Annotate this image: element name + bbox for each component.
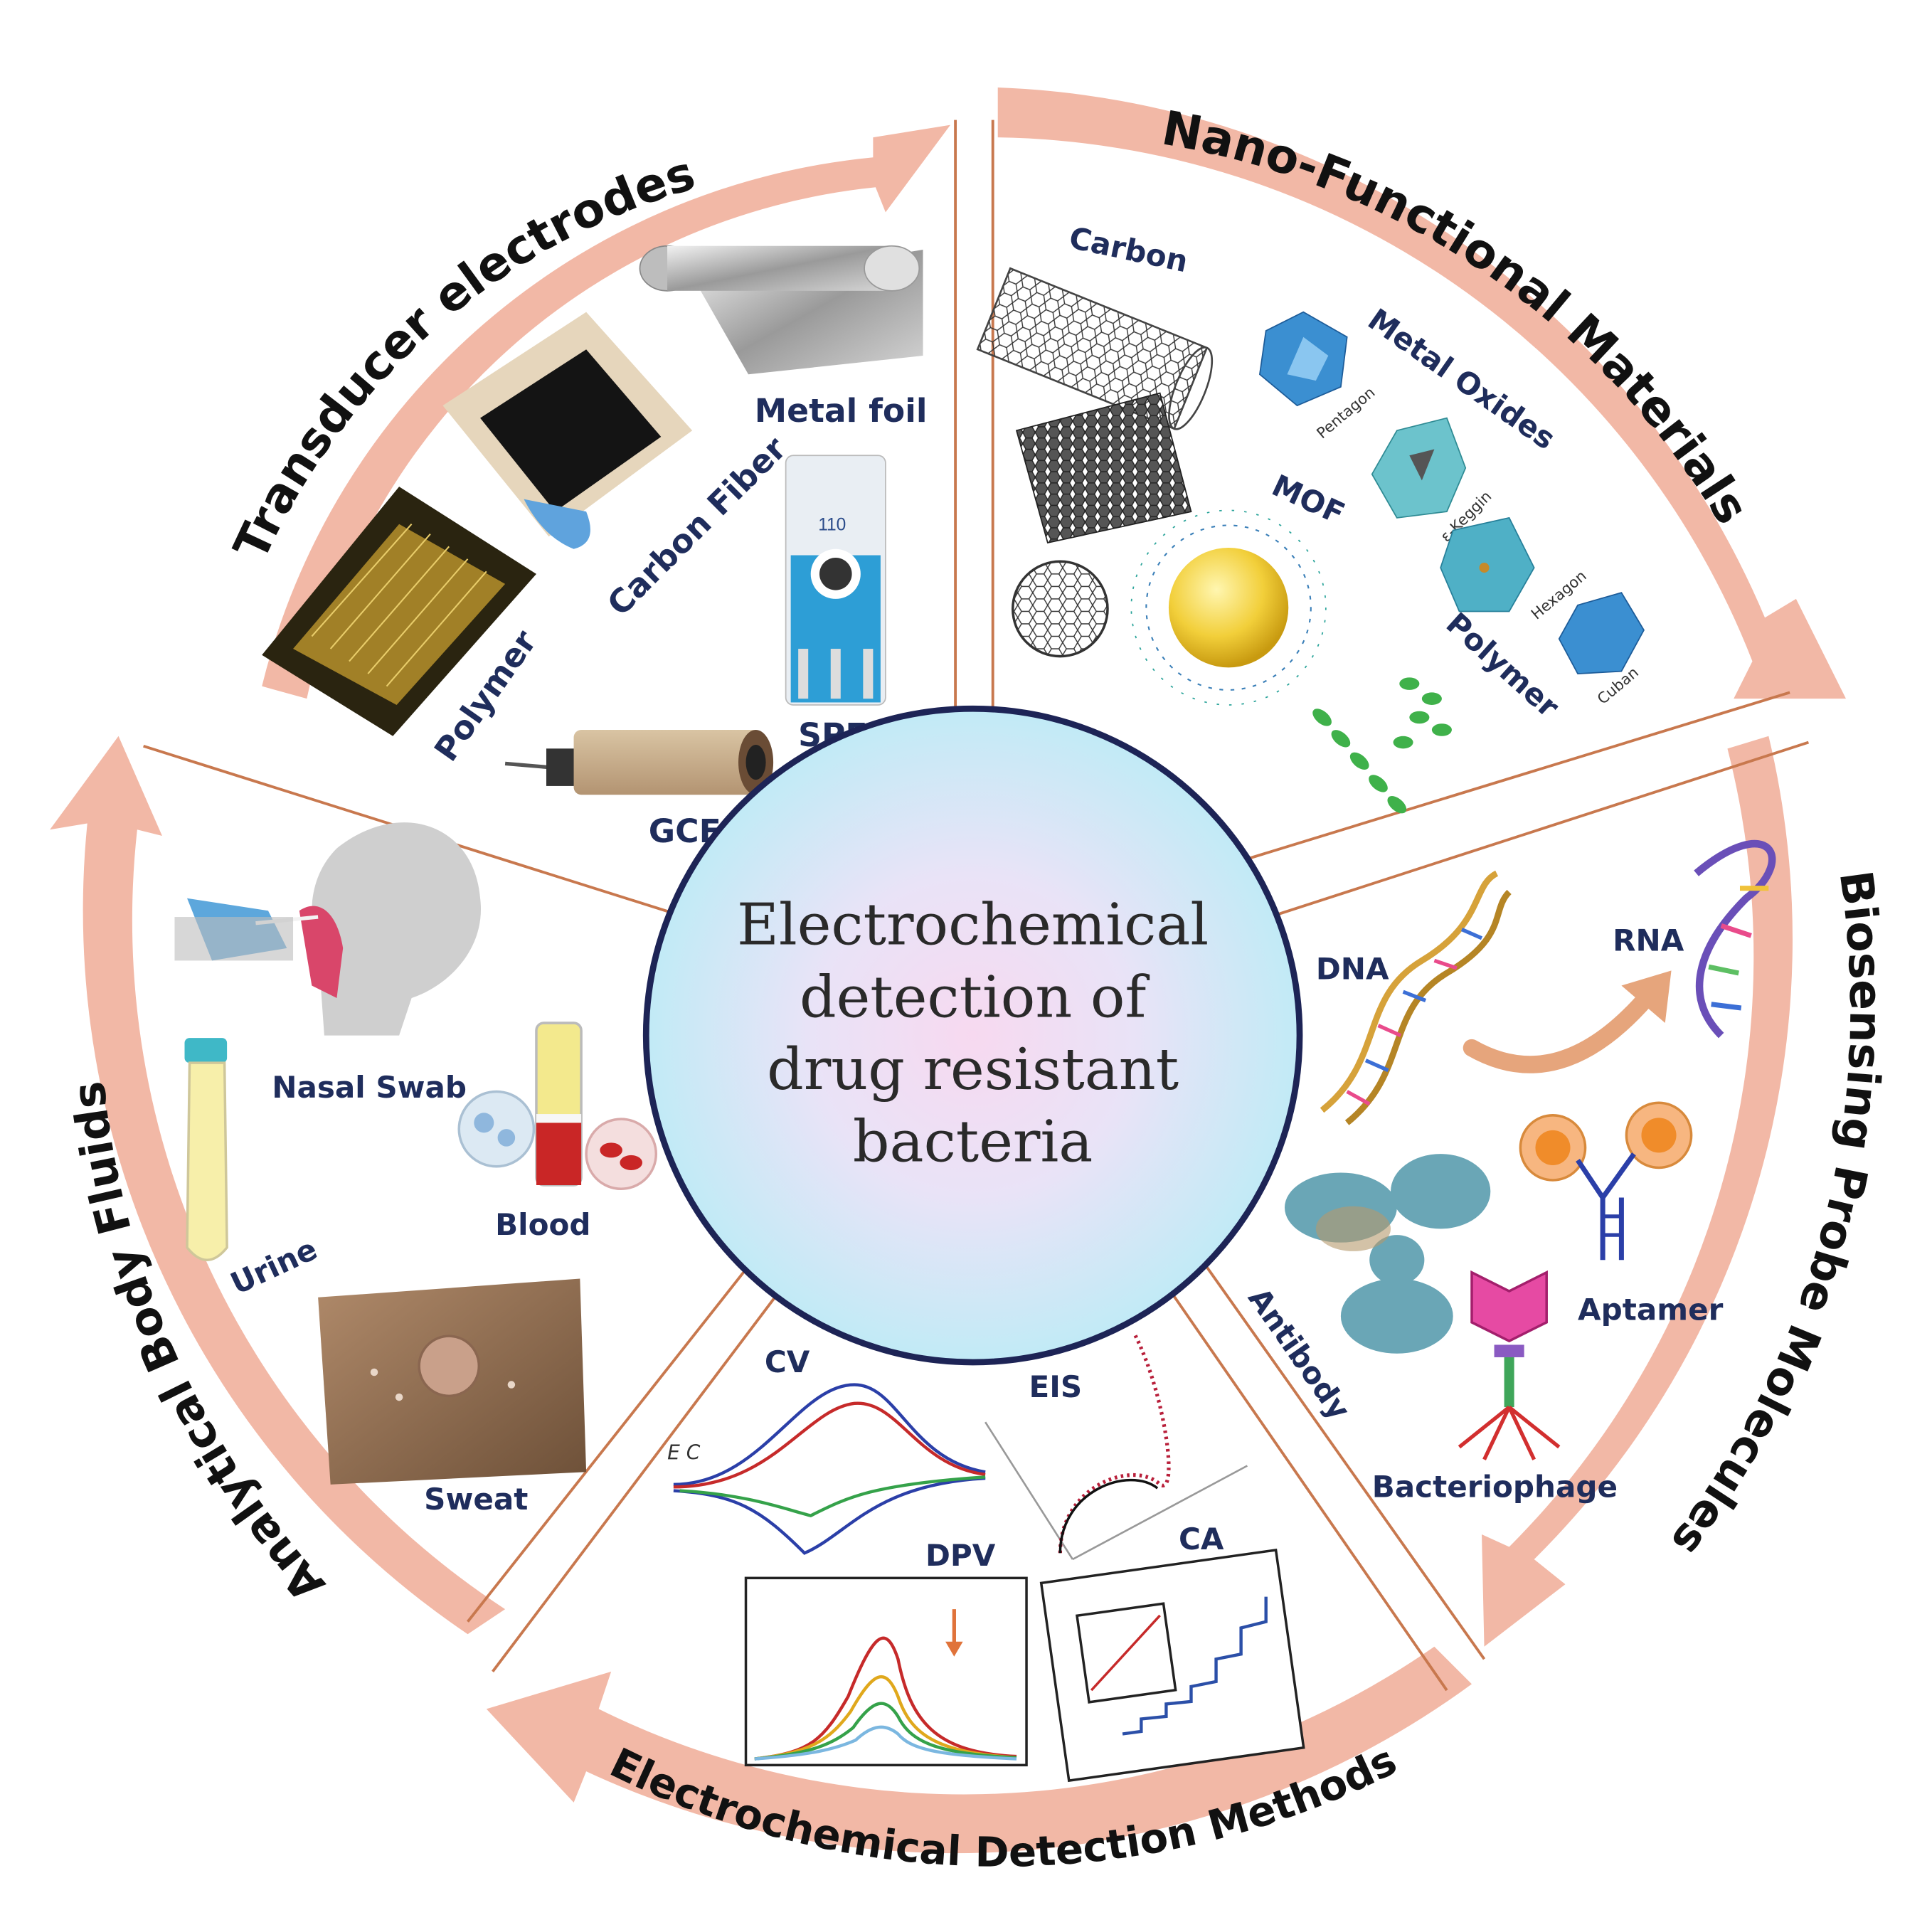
label-cv: CV [765, 1344, 810, 1379]
cv-annotation: E C [667, 1441, 701, 1465]
rna-image [1694, 839, 1776, 1039]
arrow-probe [1482, 736, 1793, 1647]
polymer-chain-image [1312, 677, 1452, 814]
nasal-swab-image [174, 822, 482, 1036]
metal-foil-image [639, 245, 923, 375]
label-nasal-swab: Nasal Swab [272, 1070, 467, 1105]
segment-fluids: Nasal Swab Urine Blood Sweat [174, 822, 658, 1517]
metal-oxide-keggin-image [1371, 417, 1467, 519]
metal-oxide-pentagon-image [1258, 311, 1348, 407]
label-sweat: Sweat [424, 1482, 528, 1517]
label-carbon: Carbon [1066, 220, 1191, 279]
label-urine: Urine [225, 1231, 323, 1301]
cv-plot [673, 1383, 986, 1555]
dna-image [1320, 870, 1512, 1125]
label-aptamer: Aptamer [1578, 1292, 1724, 1327]
mof-image [1130, 509, 1327, 706]
center-line-2: detection of [800, 964, 1150, 1031]
dna-to-rna-arrow [1463, 989, 1655, 1073]
blood-image [457, 1022, 658, 1191]
center-circle: Electrochemical detection of drug resist… [642, 705, 1303, 1366]
arrow-ring [50, 87, 1847, 1854]
label-dna: DNA [1316, 952, 1389, 987]
segment-probe: DNA RNA [1241, 839, 1776, 1504]
metal-oxide-hexagon-image [1440, 516, 1535, 612]
polymer-electrode-image [262, 487, 536, 736]
arrow-transducer [262, 124, 951, 699]
graphene-image [1015, 392, 1192, 544]
label-dpv: DPV [925, 1538, 996, 1573]
urine-tube-image [184, 1038, 228, 1261]
arrow-nano [997, 87, 1847, 699]
carbon-nanotube-image [976, 267, 1214, 430]
antibody-image [1284, 1154, 1491, 1354]
label-blood: Blood [495, 1207, 590, 1242]
dpv-plot [744, 1576, 1028, 1767]
dna-to-rna-arrowhead [1621, 970, 1672, 1024]
label-eis: EIS [1029, 1369, 1083, 1404]
label-antibody: Antibody [1241, 1281, 1357, 1426]
center-line-1: Electrochemical [737, 892, 1209, 959]
carbon-fiber-image [442, 312, 693, 549]
ca-plot [1039, 1548, 1305, 1783]
arrow-methods [486, 1646, 1472, 1854]
gce-image [504, 730, 774, 795]
spe-image: 110 [785, 455, 886, 706]
sweat-image [318, 1278, 587, 1485]
arrow-fluids [50, 736, 506, 1635]
label-bacteriophage: Bacteriophage [1372, 1469, 1618, 1504]
segment-methods: CV E C EIS DPV CA [667, 1334, 1305, 1783]
label-metal-foil: Metal foil [755, 392, 928, 430]
aptamer-image [1519, 1101, 1693, 1261]
center-line-3: drug resistant [767, 1036, 1179, 1103]
spe-number: 110 [818, 515, 846, 534]
label-ca: CA [1179, 1522, 1224, 1556]
metal-oxide-cuban-image [1558, 592, 1645, 675]
divider-lines [143, 120, 1810, 1692]
bacteriophage-image [1458, 1270, 1561, 1460]
fullerene-image [1011, 560, 1109, 658]
label-rna: RNA [1613, 923, 1684, 957]
center-line-4: bacteria [853, 1109, 1093, 1176]
eis-plot [984, 1334, 1248, 1561]
label-mof: MOF [1267, 468, 1350, 531]
label-polymer-nano: Polymer [1440, 605, 1566, 724]
